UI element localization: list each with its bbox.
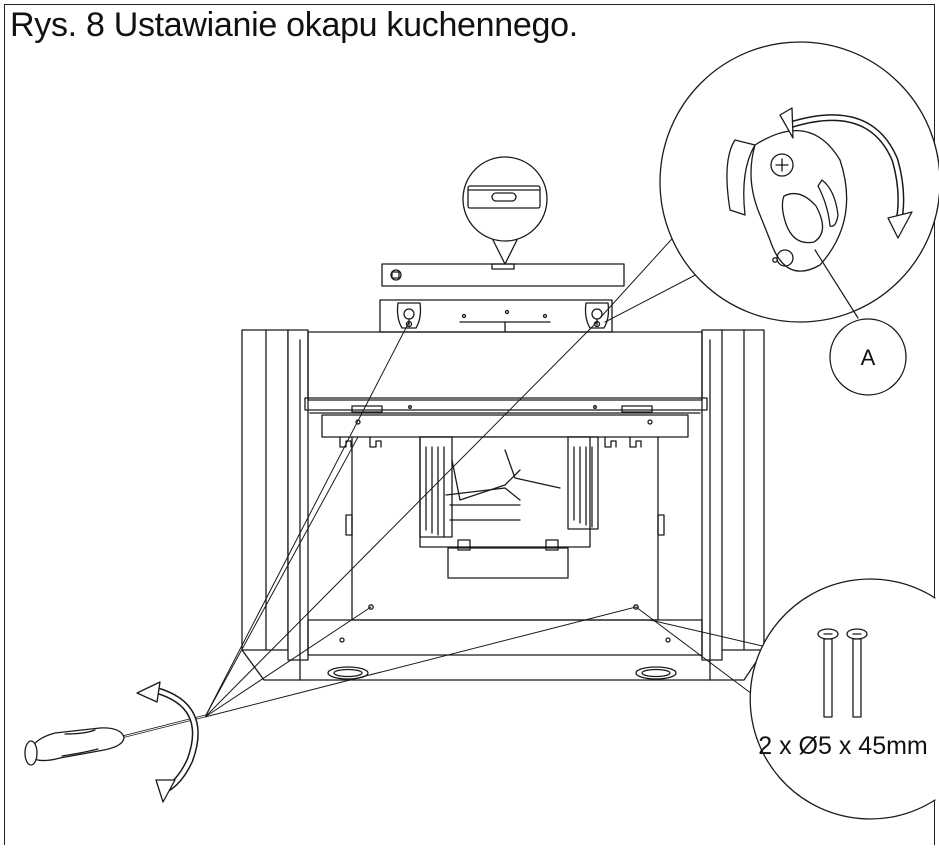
screwdriver-icon bbox=[24, 681, 207, 803]
motor-unit bbox=[419, 436, 599, 579]
bracket-detail-callout: A bbox=[599, 41, 939, 396]
screw-detail-callout: 2 x Ø5 x 45mm bbox=[749, 578, 936, 820]
label-a: A bbox=[861, 345, 876, 370]
figure-frame bbox=[4, 4, 935, 845]
adjustment-lines bbox=[204, 321, 637, 718]
screw-spec-label: 2 x Ø5 x 45mm bbox=[758, 732, 928, 760]
screw-hole-left bbox=[368, 604, 374, 610]
screw-icon bbox=[846, 628, 868, 718]
mounting-plate bbox=[379, 299, 613, 333]
hood-body bbox=[241, 329, 765, 681]
screw-hole-right bbox=[633, 604, 639, 610]
figure-caption: Rys. 8 Ustawianie okapu kuchennego. bbox=[10, 6, 578, 44]
rotate-arrow-icon bbox=[779, 107, 913, 239]
keyhole-bracket-right bbox=[584, 302, 610, 329]
screw-icon bbox=[817, 628, 839, 718]
spirit-level-icon bbox=[381, 156, 625, 287]
keyhole-bracket-left bbox=[396, 302, 422, 329]
rotate-arrow-icon bbox=[136, 681, 199, 803]
